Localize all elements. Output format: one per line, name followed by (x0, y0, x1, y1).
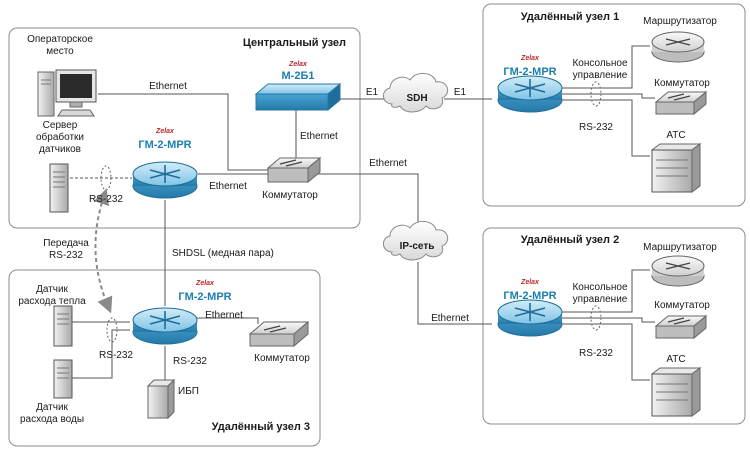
link-ip-remote2 (417, 262, 492, 325)
node1-switch-icon (654, 90, 708, 116)
server-icon (49, 163, 69, 213)
node2-switch-icon (654, 314, 708, 340)
node2-pbx-icon (650, 367, 702, 417)
rs232-transfer-arrow (93, 188, 113, 314)
node3-router-brand-logo: Zelax (195, 280, 215, 287)
node3-router-icon (132, 307, 198, 345)
workstation-icon (37, 69, 97, 117)
node2-router-icon (497, 299, 563, 337)
mux-brand-logo: Zelax (288, 61, 308, 68)
node1-switch-label: Коммутатор (654, 78, 710, 89)
link-r1-pbx (562, 99, 650, 157)
node1-router-icon (497, 75, 563, 113)
node3-switch-label: Коммутатор (254, 353, 310, 364)
node1-router-model-label: ГМ-2-MPR (503, 66, 556, 78)
remote-node-2-title: Удалённый узел 2 (521, 234, 619, 246)
node3-rs232-left-label: RS-232 (99, 350, 133, 361)
ethernet-ip-node2-label: Ethernet (431, 313, 469, 324)
e1-right-label: E1 (454, 87, 467, 98)
node1-rs232-label: RS-232 (579, 122, 613, 133)
node3-switch-icon (248, 320, 310, 348)
ethernet-operator-label: Ethernet (149, 81, 187, 92)
link-water-sensor (72, 329, 130, 379)
node3-ethernet-label: Ethernet (205, 310, 243, 321)
rs232-marker-node3 (106, 317, 118, 343)
ip-network-label: IP-сеть (400, 241, 435, 252)
e1-left-label: E1 (366, 87, 379, 98)
node2-router-brand-logo: Zelax (520, 279, 540, 286)
node1-router-device-label: Маршрутизатор (643, 16, 717, 27)
remote-node-1-title: Удалённый узел 1 (521, 11, 619, 23)
central-router-model-label: ГМ-2-MPR (138, 139, 191, 151)
ethernet-mux-switch-label: Ethernet (300, 131, 338, 142)
node2-router-model-label: ГМ-2-MPR (503, 290, 556, 302)
link-router3-switch (196, 317, 259, 324)
node2-switch-label: Коммутатор (654, 300, 710, 311)
central-node-title: Центральный узел (243, 37, 346, 49)
multiplexer-device (254, 82, 342, 112)
node3-rs232-bottom-label: RS-232 (173, 356, 207, 367)
remote-node-3-title: Удалённый узел 3 (212, 421, 310, 433)
ups-label: ИБП (178, 386, 199, 397)
central-switch-icon (266, 156, 322, 184)
ups-icon (146, 378, 176, 420)
link-operator-switch (98, 93, 268, 171)
node2-router-device-icon (651, 255, 705, 287)
rs232-marker-node1 (590, 81, 602, 107)
link-r2-pbx (562, 323, 650, 381)
sdh-cloud: SDH (383, 73, 449, 113)
sdh-label: SDH (406, 93, 427, 104)
ip-cloud: IP-сеть (383, 221, 449, 261)
node1-router-brand-logo: Zelax (520, 55, 540, 62)
link-r1-switch (562, 93, 655, 99)
node1-pbx-label: АТС (666, 130, 685, 141)
central-router-brand-logo: Zelax (155, 128, 175, 135)
mux-model-label: М-2Б1 (282, 70, 315, 82)
rs232-marker-node2 (590, 305, 602, 331)
link-r1-router (562, 45, 650, 89)
ethernet-switch-ip-label: Ethernet (369, 158, 407, 169)
link-switch-ip (316, 173, 419, 228)
node1-router-device-icon (651, 31, 705, 63)
ethernet-router-switch-label: Ethernet (209, 181, 247, 192)
shdsl-label: SHDSL (медная пара) (172, 248, 274, 259)
link-r2-router (562, 269, 650, 313)
central-router-icon (132, 161, 198, 199)
water-sensor-icon (53, 359, 73, 399)
link-r2-switch (562, 317, 655, 323)
links (70, 45, 655, 381)
node1-pbx-icon (650, 143, 702, 193)
node2-router-device-label: Маршрутизатор (643, 242, 717, 253)
node3-router-model-label: ГМ-2-MPR (178, 291, 231, 303)
rs232-server-label: RS-232 (89, 194, 123, 205)
heat-sensor-icon (53, 305, 73, 347)
node2-rs232-label: RS-232 (579, 348, 613, 359)
central-switch-label: Коммутатор (262, 190, 318, 201)
node2-pbx-label: АТС (666, 354, 685, 365)
